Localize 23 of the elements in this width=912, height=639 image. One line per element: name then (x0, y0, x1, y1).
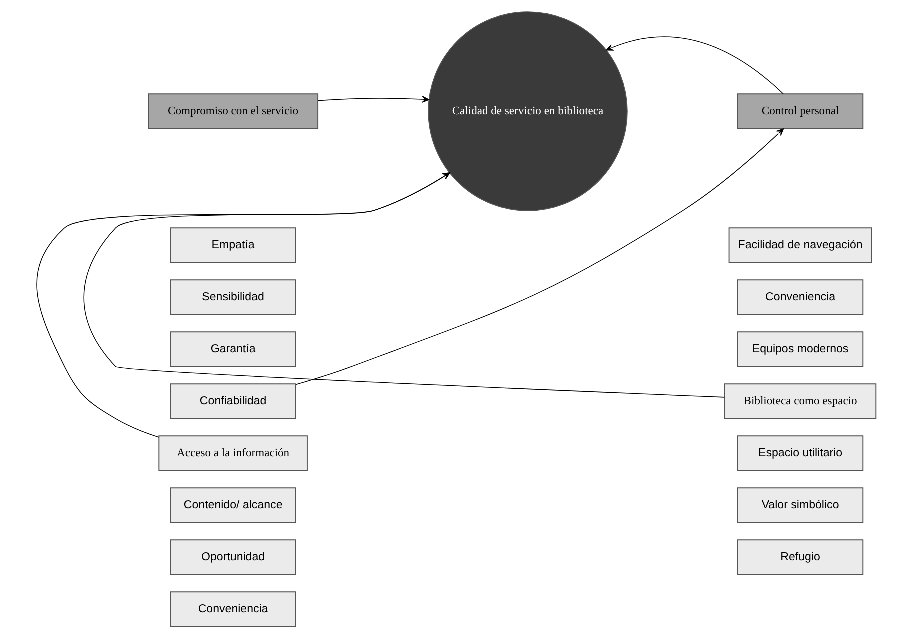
arrow (317, 96, 430, 103)
node-box: Refugio (736, 540, 864, 576)
node-box: Empatía (170, 228, 296, 264)
node-box: Conveniencia (170, 592, 296, 628)
node-box: Facilidad de navegación (728, 228, 872, 264)
node-box: Contenido/ alcance (170, 488, 296, 524)
node-box: Espacio utilitario (736, 436, 864, 472)
node-box: Garantía (170, 332, 296, 368)
node-box: Control personal (736, 94, 864, 130)
node-box: Confiabilidad (170, 384, 296, 420)
node-box: Conveniencia (736, 280, 864, 316)
node-box: Compromiso con el servicio (148, 94, 318, 130)
arrow (83, 172, 725, 398)
arrow (606, 36, 784, 94)
arrow (36, 172, 450, 438)
arrow (295, 128, 784, 386)
node-box: Equipos modernos (736, 332, 864, 368)
node-box: Oportunidad (170, 540, 296, 576)
node-box: Biblioteca como espacio (724, 384, 876, 420)
node-box: Sensibilidad (170, 280, 296, 316)
node-circle: Calidad de servicio en biblioteca (428, 12, 628, 212)
node-box: Valor simbólico (736, 488, 864, 524)
node-box: Acceso a la información (158, 436, 308, 472)
